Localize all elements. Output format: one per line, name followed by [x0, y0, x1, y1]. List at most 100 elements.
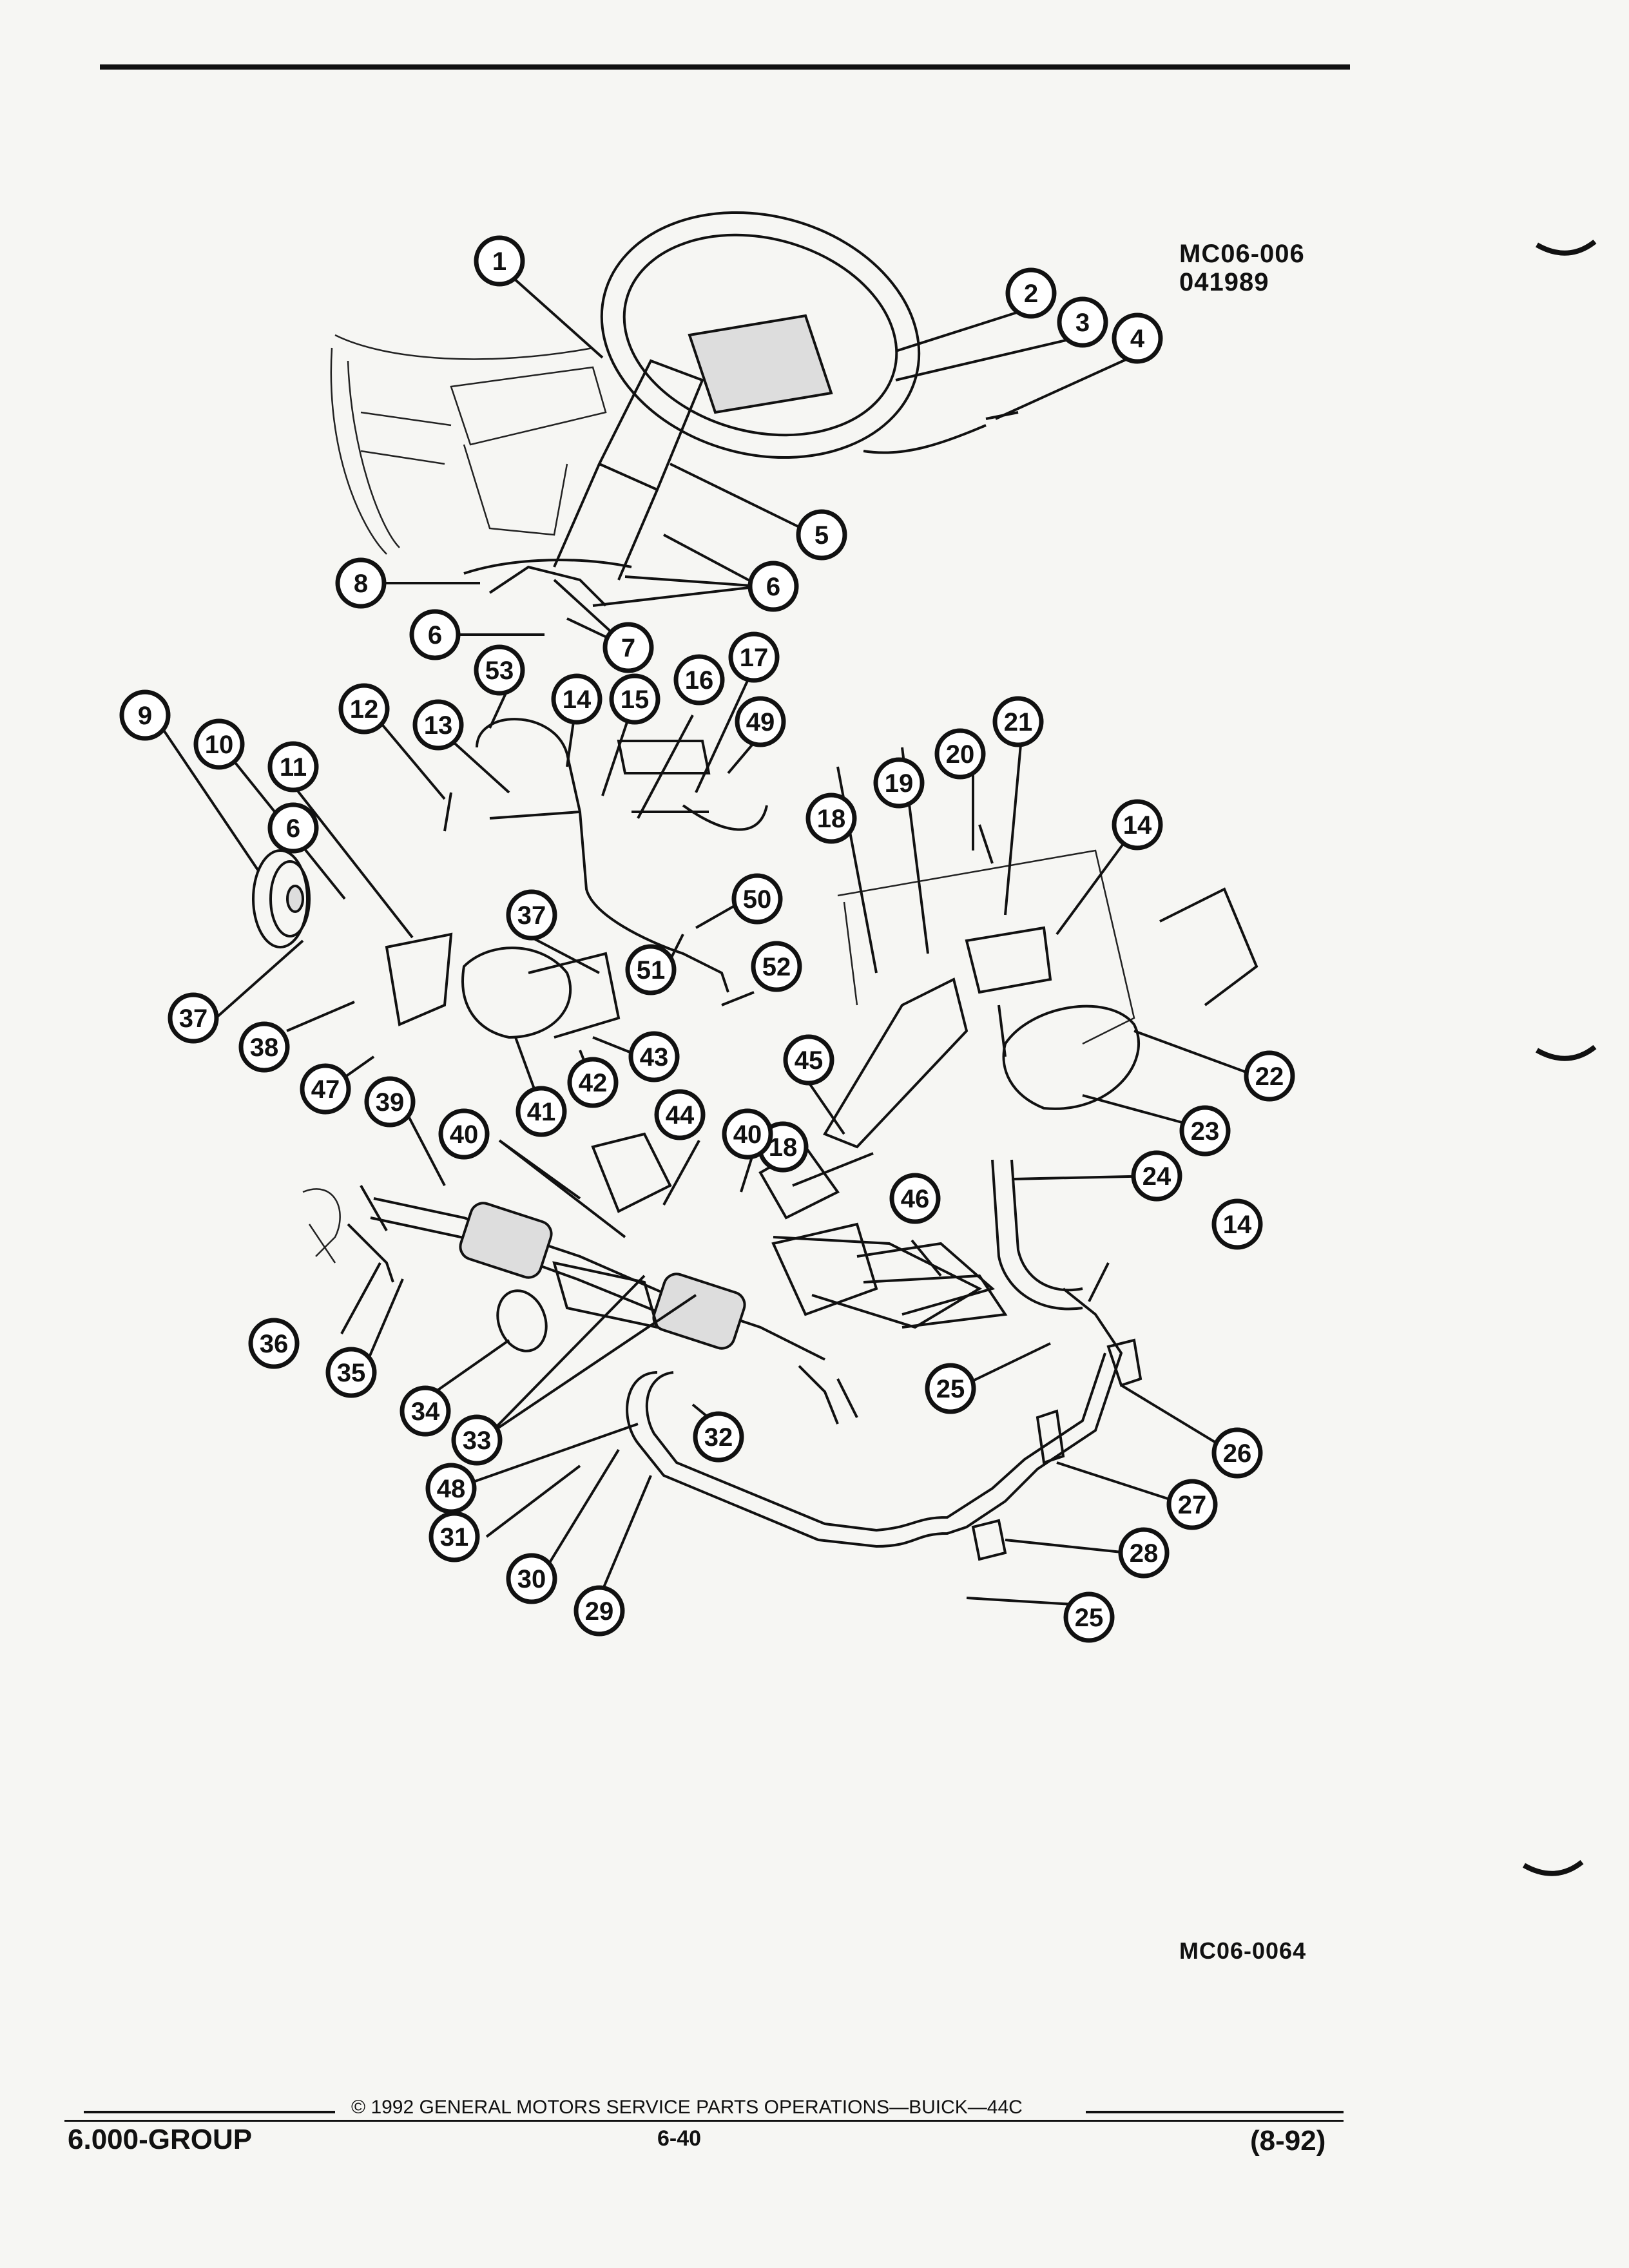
callout-number: 48 — [437, 1475, 466, 1503]
callout-number: 13 — [424, 711, 453, 740]
page-number: 6-40 — [657, 2126, 702, 2151]
gear-mount-bracket — [771, 1222, 878, 1316]
callout-12: 12 — [338, 683, 390, 735]
callout-34: 34 — [400, 1385, 451, 1437]
callout-50: 50 — [731, 873, 783, 925]
callout-number: 49 — [746, 708, 775, 736]
callout-17: 17 — [728, 631, 780, 683]
callout-number: 6 — [286, 814, 300, 843]
callout-15: 15 — [609, 673, 660, 725]
tie-rod-end-left — [347, 1185, 394, 1283]
callout-number: 14 — [1123, 811, 1152, 840]
steering-coupling — [1002, 887, 1258, 1110]
callout-43: 43 — [628, 1031, 680, 1082]
callout-4: 4 — [1112, 312, 1163, 364]
callout-5: 5 — [796, 509, 847, 561]
callout-number: 36 — [260, 1330, 289, 1358]
leader-lines — [157, 276, 1257, 1606]
callout-45: 45 — [783, 1034, 834, 1086]
callout-number: 37 — [179, 1004, 208, 1033]
callout-number: 40 — [450, 1120, 479, 1149]
callout-29: 29 — [574, 1585, 625, 1637]
callout-number: 37 — [517, 901, 546, 930]
callout-19: 19 — [873, 757, 925, 809]
callout-14: 14 — [551, 673, 602, 725]
drawing-ref-number: MC06-006 — [1179, 240, 1305, 268]
callout-3: 3 — [1057, 296, 1108, 348]
callout-37: 37 — [168, 992, 219, 1044]
callout-number: 18 — [817, 805, 846, 833]
callout-14: 14 — [1112, 799, 1163, 850]
pipe-clip — [971, 1338, 1142, 1561]
callout-38: 38 — [238, 1021, 290, 1073]
callout-number: 46 — [901, 1185, 930, 1213]
callout-31: 31 — [429, 1511, 480, 1562]
power-steering-pump — [461, 947, 572, 1039]
callout-2: 2 — [1005, 267, 1057, 319]
callout-28: 28 — [1118, 1527, 1170, 1579]
callout-number: 50 — [743, 885, 772, 914]
callout-40: 40 — [438, 1108, 490, 1160]
callout-6: 6 — [747, 561, 799, 612]
callout-number: 51 — [637, 956, 666, 985]
callout-number: 5 — [815, 521, 829, 550]
callout-number: 38 — [250, 1033, 279, 1062]
pump-bracket — [385, 932, 453, 1026]
callout-51: 51 — [625, 944, 677, 995]
callout-35: 35 — [325, 1347, 377, 1398]
pump-pulley — [252, 849, 311, 948]
callout-18: 18 — [805, 793, 857, 844]
steering-column — [553, 359, 704, 581]
callout-23: 23 — [1179, 1105, 1231, 1157]
callout-number: 7 — [621, 634, 635, 662]
callout-number: 27 — [1178, 1491, 1207, 1519]
callout-number: 16 — [685, 666, 714, 695]
footer-rule-bottom — [64, 2120, 1344, 2122]
callout-number: 22 — [1255, 1062, 1284, 1091]
callout-number: 28 — [1130, 1539, 1159, 1568]
callout-48: 48 — [425, 1463, 477, 1514]
callout-41: 41 — [516, 1086, 567, 1137]
callout-24: 24 — [1131, 1150, 1182, 1202]
callout-30: 30 — [506, 1553, 557, 1604]
callout-number: 23 — [1191, 1117, 1220, 1146]
callout-52: 52 — [751, 941, 802, 992]
callout-number: 12 — [350, 695, 379, 724]
callout-number: 45 — [795, 1046, 824, 1075]
callout-6: 6 — [267, 802, 319, 854]
callout-number: 30 — [517, 1565, 546, 1593]
callout-number: 24 — [1142, 1162, 1171, 1191]
copyright-line: © 1992 GENERAL MOTORS SERVICE PARTS OPER… — [351, 2097, 1023, 2118]
callout-number: 29 — [585, 1597, 614, 1626]
steering-gear-assembly — [370, 1132, 1008, 1361]
callout-26: 26 — [1211, 1427, 1263, 1479]
callout-number: 2 — [1024, 280, 1038, 308]
callout-number: 43 — [640, 1043, 669, 1072]
callout-number: 17 — [740, 644, 769, 672]
top-rule — [100, 64, 1350, 70]
callout-number: 10 — [205, 731, 234, 759]
callout-number: 19 — [885, 769, 914, 798]
return-pipe — [626, 1287, 1123, 1548]
callout-40: 40 — [722, 1108, 773, 1160]
callout-21: 21 — [992, 696, 1044, 747]
callout-22: 22 — [1244, 1050, 1295, 1102]
tie-rod-end-right — [798, 1365, 858, 1425]
support-bracket — [463, 559, 632, 607]
callout-number: 14 — [1223, 1211, 1252, 1239]
callout-number: 8 — [354, 570, 368, 598]
callout-number: 6 — [766, 573, 780, 601]
callout-number: 40 — [733, 1120, 762, 1149]
pressure-hose — [476, 718, 729, 993]
callout-33: 33 — [451, 1414, 503, 1466]
callout-number: 41 — [527, 1098, 556, 1126]
callout-11: 11 — [267, 741, 319, 793]
callout-14: 14 — [1211, 1198, 1263, 1250]
binding-mark — [1536, 1044, 1597, 1061]
callout-number: 44 — [666, 1101, 695, 1129]
drawing-ref-date: 041989 — [1179, 268, 1269, 296]
callout-44: 44 — [654, 1089, 706, 1140]
callout-7: 7 — [602, 622, 654, 673]
